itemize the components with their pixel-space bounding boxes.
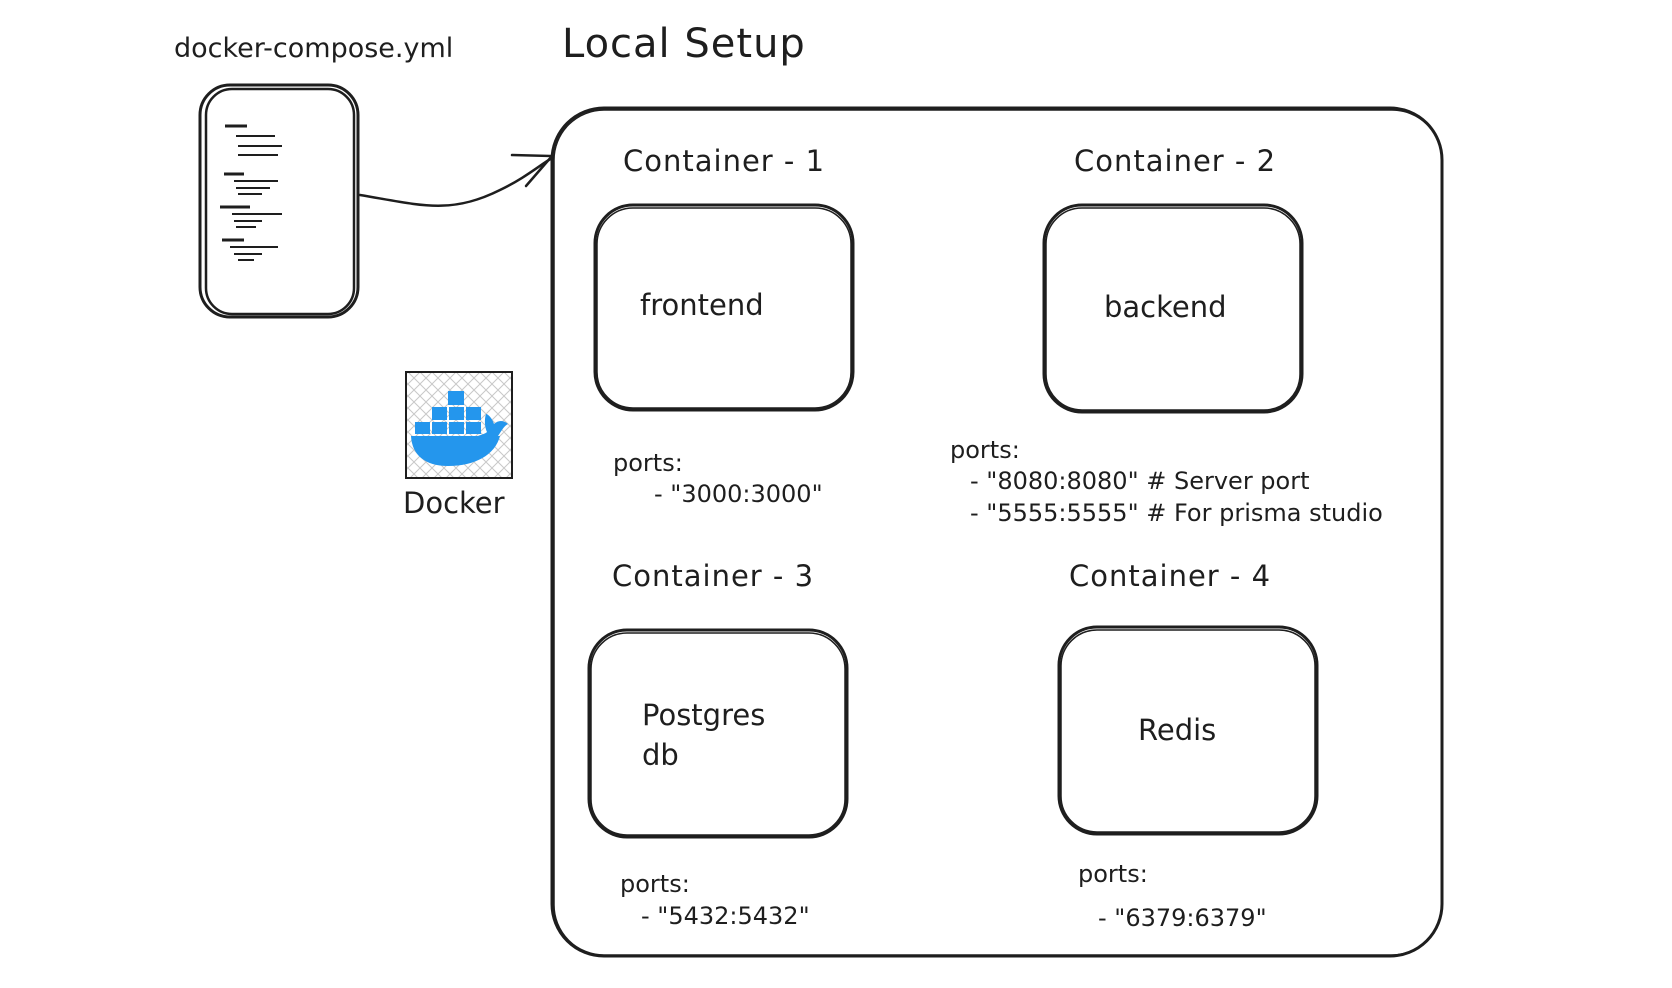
docker-label: Docker [403, 486, 505, 520]
backend-service-name: backend [1104, 290, 1227, 324]
frontend-service-name: frontend [640, 288, 764, 322]
compose-arrow [358, 153, 555, 207]
container-3-port: - "5432:5432" [641, 902, 810, 930]
postgres-service-name-line-2: db [642, 738, 679, 772]
container-2-heading: Container - 2 [1074, 144, 1277, 178]
yaml-file-icon [198, 83, 360, 319]
container-2-ports-label: ports: [950, 436, 1020, 464]
redis-service-name: Redis [1138, 713, 1217, 747]
container-1-ports-label: ports: [613, 449, 683, 477]
postgres-container-box [587, 628, 849, 839]
container-2-port: - "8080:8080" # Server port [970, 467, 1310, 495]
backend-container-box [1042, 203, 1304, 414]
local-setup-boundary [550, 106, 1444, 958]
postgres-service-name-line-1: Postgres [642, 698, 766, 732]
compose-file-name: docker-compose.yml [174, 33, 454, 64]
container-3-heading: Container - 3 [612, 559, 815, 593]
container-2-port: - "5555:5555" # For prisma studio [970, 499, 1383, 527]
container-1-heading: Container - 1 [623, 144, 826, 178]
docker-whale-icon [405, 371, 513, 479]
container-1-port: - "3000:3000" [654, 480, 823, 508]
container-4-port: - "6379:6379" [1098, 904, 1267, 932]
redis-container-box [1057, 625, 1319, 836]
frontend-container-box [593, 203, 855, 412]
container-3-ports-label: ports: [620, 870, 690, 898]
diagram-title: Local Setup [562, 21, 806, 67]
container-4-heading: Container - 4 [1069, 559, 1272, 593]
container-4-ports-label: ports: [1078, 860, 1148, 888]
